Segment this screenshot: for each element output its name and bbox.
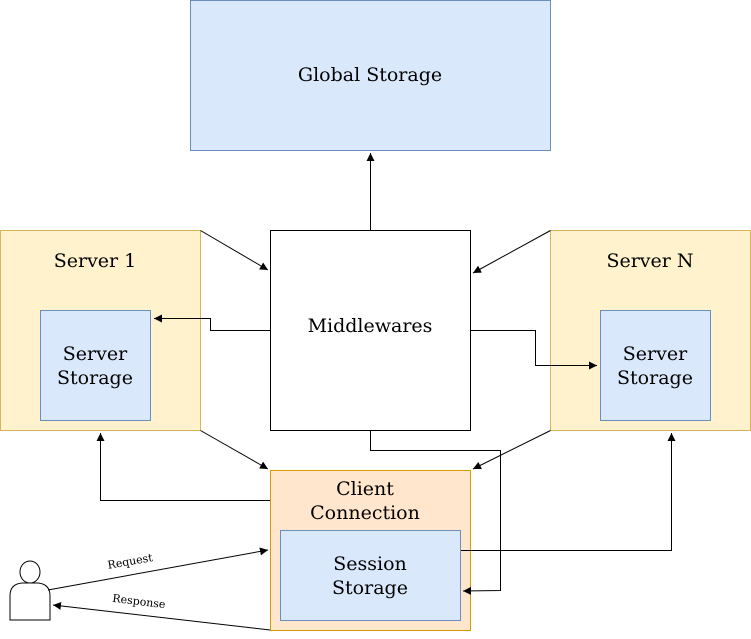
serverN-storage-label: Server Storage bbox=[617, 343, 693, 389]
serverN-label: Server N bbox=[606, 250, 694, 272]
middlewares-label: Middlewares bbox=[307, 315, 433, 337]
edge-server1-to-middlewares bbox=[200, 230, 269, 271]
server1-label: Server 1 bbox=[53, 250, 137, 272]
edge-middlewares-to-session bbox=[370, 431, 501, 595]
serverN-storage-box[interactable] bbox=[600, 310, 711, 421]
user-icon bbox=[9, 560, 51, 621]
edge-client-to-server1-storage bbox=[96, 433, 270, 501]
edge-session-to-serverN-storage bbox=[461, 433, 676, 551]
edge-server1-to-client bbox=[200, 430, 269, 470]
edge-middlewares-to-server1-storage bbox=[154, 314, 270, 331]
edge-middlewares-to-serverN-storage bbox=[471, 330, 597, 370]
edge-serverN-to-client bbox=[472, 430, 551, 470]
middlewares-box[interactable] bbox=[270, 230, 471, 431]
global-storage-label: Global Storage bbox=[297, 64, 443, 86]
session-storage-label: Session Storage bbox=[332, 553, 408, 599]
edge-serverN-to-middlewares bbox=[472, 230, 551, 274]
global-storage-box[interactable] bbox=[190, 0, 551, 151]
edge-request bbox=[47, 547, 269, 591]
edge-response bbox=[52, 601, 271, 631]
client-connection-label: Client Connection bbox=[310, 478, 420, 524]
session-storage-box[interactable] bbox=[280, 530, 461, 621]
server1-storage-box[interactable] bbox=[40, 310, 151, 421]
server1-storage-label: Server Storage bbox=[57, 343, 133, 389]
